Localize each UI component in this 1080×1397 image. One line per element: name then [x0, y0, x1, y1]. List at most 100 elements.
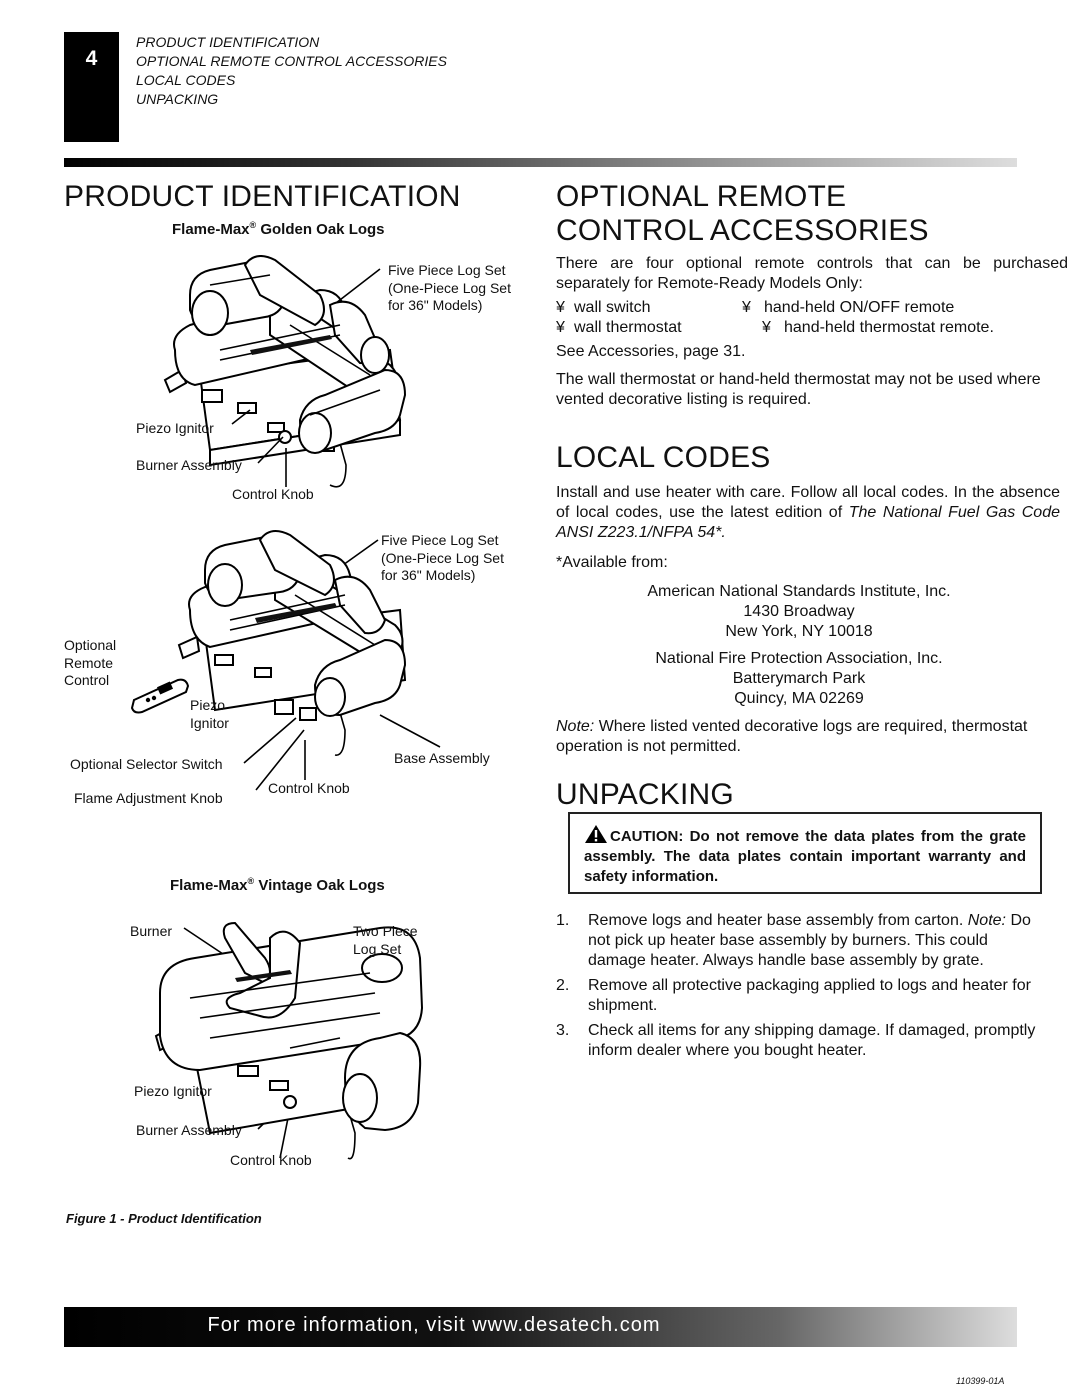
fig3-burner-label: Burner [130, 923, 173, 939]
warning-icon [585, 825, 607, 843]
bullet: ¥ [742, 299, 751, 316]
label-line: Piezo [190, 697, 226, 713]
step-number: 3. [556, 1022, 570, 1039]
list-item: ¥ wall thermostat [556, 318, 682, 338]
see-accessories-link[interactable]: See Accessories, page 31. [556, 343, 746, 360]
label-line: for 36" Models) [381, 567, 476, 583]
code-reference: Gas Code ANSI Z223.1/NFPA 54*. [556, 504, 1061, 541]
document-id: 110399-01A [956, 1376, 1005, 1386]
fig2-remote-label: Optional Remote Control [64, 637, 116, 690]
step-text-part: Remove logs and heater base assembly fro… [588, 912, 968, 929]
list-item: ¥ wall switch [556, 298, 650, 318]
fig3-log-set-label: Two Piece Log Set [353, 923, 418, 958]
thermostat-note: The wall thermostat or hand-held thermos… [556, 371, 1041, 408]
address-line: American National Standards Institute, I… [647, 583, 951, 600]
caution-box: CAUTION: Do not remove the data plates f… [568, 812, 1042, 894]
label-line: (One-Piece Log Set [388, 279, 511, 296]
fig2-knob-label: Control Knob [268, 780, 350, 796]
note-label: Note: [556, 718, 595, 735]
fig2-base-label: Base Assembly [394, 750, 490, 766]
step-number: 2. [556, 977, 570, 994]
list-item: ¥ hand-held ON/OFF remote [742, 298, 954, 318]
ansi-address: American National Standards Institute, I… [556, 582, 1042, 642]
grate-tab [201, 389, 223, 403]
available-from: *Available from: [556, 554, 668, 571]
toc-item[interactable]: OPTIONAL REMOTE CONTROL ACCESSORIES [136, 53, 447, 69]
footer-bar [64, 1307, 1017, 1347]
address-line: Quincy, MA 02269 [734, 690, 864, 707]
step-text-part: Do not pick up heater base assembly by b… [588, 912, 1031, 969]
fig3-burner-assembly-label: Burner Assembly [136, 1122, 242, 1138]
toc-item[interactable]: UNPACKING [136, 91, 219, 107]
fig2-flame-label: Flame Adjustment Knob [74, 790, 223, 806]
toc-item[interactable]: LOCAL CODES [136, 72, 236, 88]
bullet: ¥ [762, 319, 771, 336]
section-index: PRODUCT IDENTIFICATION OPTIONAL REMOTE C… [136, 33, 447, 109]
toc-item[interactable]: PRODUCT IDENTIFICATION [136, 34, 320, 50]
unpacking-title: UNPACKING [556, 778, 734, 811]
fig1-burner-label: Burner Assembly [136, 457, 242, 473]
title-line: CONTROL ACCESSORIES [556, 214, 929, 247]
list-item-text: wall thermostat [574, 319, 682, 336]
title-line: OPTIONAL REMOTE [556, 180, 847, 213]
fig1-log-set-label: Five Piece Log Set (One-Piece Log Set fo… [388, 262, 511, 315]
address-line: National Fire Protection Association, In… [655, 650, 943, 667]
step-text: Remove all protective packaging applied … [588, 977, 1031, 1014]
header-rule [64, 158, 1017, 167]
bullet: ¥ [556, 299, 565, 316]
address-line: New York, NY 10018 [725, 623, 873, 640]
address-line: Batterymarch Park [732, 670, 866, 687]
fig3-knob-label: Control Knob [230, 1152, 312, 1168]
label-line: Control [64, 672, 110, 688]
page-number-tab: 4 [64, 32, 119, 142]
brand-name: Flame-Max [170, 877, 248, 894]
list-item: ¥ hand-held thermostat remote. [762, 318, 994, 338]
codes-sentence: Install and use heater with care. Follow… [556, 484, 1060, 521]
remote-accessories-title: OPTIONAL REMOTE CONTROL ACCESSORIES [556, 180, 929, 248]
list-item-text: hand-held ON/OFF remote [764, 299, 955, 316]
brand-name: Flame-Max [172, 221, 250, 238]
list-item-text: hand-held thermostat remote. [784, 319, 994, 336]
golden-oak-logs-remote-illustration [177, 530, 407, 756]
remote-intro: There are four optional remote controls … [556, 255, 1068, 292]
step-number: 1. [556, 912, 570, 929]
product-identification-title: PRODUCT IDENTIFICATION [64, 180, 461, 213]
label-line: Two Piece [353, 923, 418, 939]
step-text: Check all items for any shipping damage.… [588, 1022, 1036, 1059]
label-line: Five Piece Log Set [381, 532, 499, 548]
label-line: for 36" Models) [388, 297, 483, 313]
nfpa-address: National Fire Protection Association, In… [556, 649, 1042, 709]
remote-control-icon [130, 678, 190, 714]
label-line: Ignitor [190, 714, 229, 731]
code-title: The National Fuel [848, 504, 980, 521]
fig2-piezo-label: Piezo Ignitor [190, 697, 229, 732]
local-codes-text: Install and use heater with care. Follow… [556, 483, 1060, 543]
step-text: Remove logs and heater base assembly fro… [588, 911, 1042, 971]
address-line: 1430 Broadway [743, 603, 855, 620]
fig3-piezo-label: Piezo Ignitor [134, 1083, 212, 1099]
product-name: Vintage Oak Logs [254, 877, 385, 894]
note-label: Note: [967, 912, 1006, 929]
local-codes-title: LOCAL CODES [556, 441, 771, 474]
label-line: Log Set [353, 940, 402, 957]
fig1-knob-label: Control Knob [232, 486, 314, 502]
label-line: Five Piece Log Set [388, 262, 506, 278]
label-line: (One-Piece Log Set [381, 549, 504, 566]
website-link[interactable]: For more information, visit www.desatech… [207, 1314, 661, 1336]
thermostat-note-2: Note: Where listed vented decorative log… [556, 717, 1068, 757]
label-line: Optional [64, 637, 117, 653]
figure-caption: Figure 1 - Product Identification [66, 1211, 262, 1226]
fig1-piezo-label: Piezo Ignitor [136, 420, 214, 436]
vintage-oak-logs-illustration [154, 921, 424, 1160]
page-number: 4 [85, 47, 98, 70]
fig1-subtitle: Flame-Max® Golden Oak Logs [172, 220, 385, 238]
caution-text: CAUTION: Do not remove the data plates f… [584, 828, 1026, 885]
fig3-subtitle: Flame-Max® Vintage Oak Logs [170, 876, 385, 894]
list-item-text: wall switch [574, 299, 651, 316]
label-line: Remote [64, 654, 114, 671]
note-text: Where listed vented decorative logs are … [556, 718, 1028, 755]
product-name: Golden Oak Logs [256, 221, 385, 238]
bullet: ¥ [556, 319, 565, 336]
fig2-log-set-label: Five Piece Log Set (One-Piece Log Set fo… [381, 532, 504, 585]
fig2-selector-label: Optional Selector Switch [70, 756, 223, 772]
